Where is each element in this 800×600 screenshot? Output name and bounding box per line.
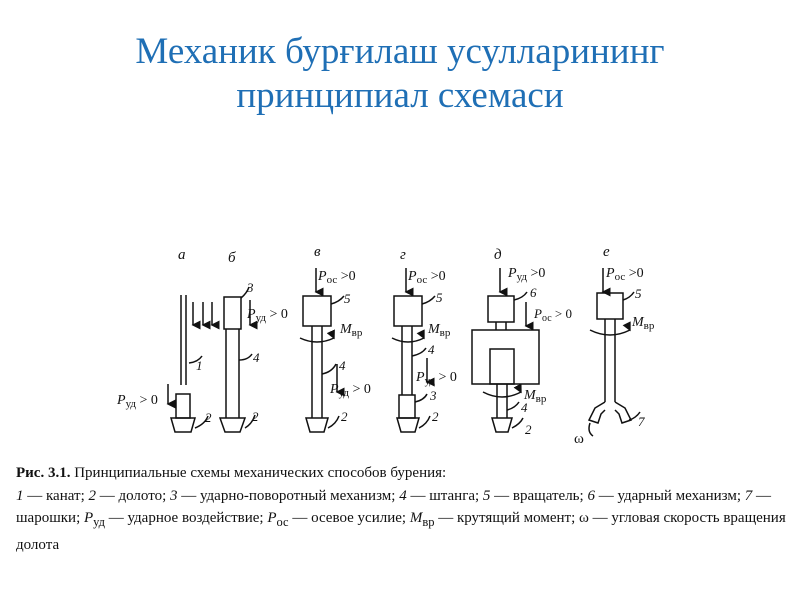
scheme-a [166,295,220,433]
panel-letter-e: е [603,244,610,260]
label-m-vr-e: Mвр [631,315,655,332]
caption-p-os-text: — осевое усилие; [288,510,410,526]
num-3-g: 3 [429,388,437,403]
num-1-a: 1 [196,358,203,373]
num-5-g: 5 [436,290,443,305]
caption-num-7: 7 [744,487,753,504]
caption-num-5: 5 [482,487,491,504]
panel-letter-a: а [178,247,186,263]
scheme-d [471,268,540,433]
title-line-1: Механик бурғилаш усулларининг [135,31,665,72]
label-p-os-e: Pос >0 [605,266,644,283]
label-p-ud-b: Pуд > 0 [246,307,288,324]
caption-p-os-sub: ос [276,515,289,529]
bit-body [175,393,191,419]
num-4-g: 4 [428,342,435,357]
label-p-ud-d: Pуд >0 [507,266,545,283]
caption-p-ud-sub: уд [93,515,105,529]
caption-p-os-symbol: P [267,510,277,526]
caption-m-vr-text: — крутящий момент; [434,510,580,526]
drilling-schemes-diagram: а б в г д е Pуд > 0 1 2 3 Pуд > 0 4 2 Pо… [116,244,655,447]
figure-caption: Рис. 3.1. Принципиальные схемы механичес… [16,462,791,556]
num-7-e: 7 [638,414,645,429]
num-4-b: 4 [253,350,260,365]
caption-num-2: 2 [88,487,97,504]
caption-m-vr-sub: вр [422,515,435,529]
caption-num-3: 3 [170,487,178,504]
label-m-vr-d: Mвр [523,388,547,405]
num-5-v: 5 [344,291,351,306]
caption-text-3: — ударно-поворотный механизм; [177,487,400,504]
caption-num-1: 1 [16,487,24,504]
label-m-vr-g: Mвр [427,322,451,339]
caption-text-5: — вращатель; [490,487,588,504]
panel-letter-g: г [400,247,406,263]
label-p-os-g: Pос >0 [407,269,446,286]
label-m-vr-v: Mвр [339,322,363,339]
caption-text-7: — шарошки; [16,487,772,527]
caption-text-6: — ударный механизм; [594,487,745,504]
num-6-d: 6 [530,285,537,300]
caption-p-ud-text: — ударное воздействие; [105,510,268,526]
num-2-d: 2 [525,422,532,437]
page-title: Механик бурғилаш усулларининг принципиал… [0,30,800,118]
title-line-2: принципиал схемаси [236,75,564,116]
caption-text-4: — штанга; [406,487,483,504]
scheme-g [391,268,436,433]
label-p-ud-g: Pуд > 0 [415,370,457,387]
num-2-g: 2 [432,409,439,424]
num-3-b: 3 [246,280,254,295]
num-4-v: 4 [339,358,346,373]
label-p-os-v: Pос >0 [317,269,356,286]
caption-omega-symbol: ω [579,510,589,526]
num-2-b: 2 [252,409,259,424]
num-4-d: 4 [521,400,528,415]
label-p-ud-a: Pуд > 0 [116,393,158,410]
scheme-v [299,268,345,433]
caption-title: Принципиальные схемы механических способ… [70,465,447,481]
caption-num-6: 6 [587,487,595,504]
scheme-e [587,268,641,437]
panel-letter-d: д [494,247,502,263]
panel-letter-v: в [314,244,321,260]
caption-text-1: — канат; [23,487,89,504]
scheme-b [218,286,258,433]
caption-omega-text: — угловая скорость вращения долота [16,510,786,553]
bit-tip [170,417,196,433]
num-5-e: 5 [635,286,642,301]
caption-num-4: 4 [399,487,407,504]
caption-m-vr-symbol: M [409,510,423,526]
caption-fig-number: Рис. 3.1. [16,465,71,481]
num-2-a: 2 [205,410,212,425]
panel-letter-b: б [228,250,236,266]
caption-text-2: — долото; [96,487,170,504]
label-p-os-d: Pос > 0 [533,306,572,324]
label-p-ud-v: Pуд > 0 [329,382,371,399]
caption-p-ud-symbol: P [84,510,94,526]
num-2-v: 2 [341,409,348,424]
omega-label: ω [574,431,584,447]
